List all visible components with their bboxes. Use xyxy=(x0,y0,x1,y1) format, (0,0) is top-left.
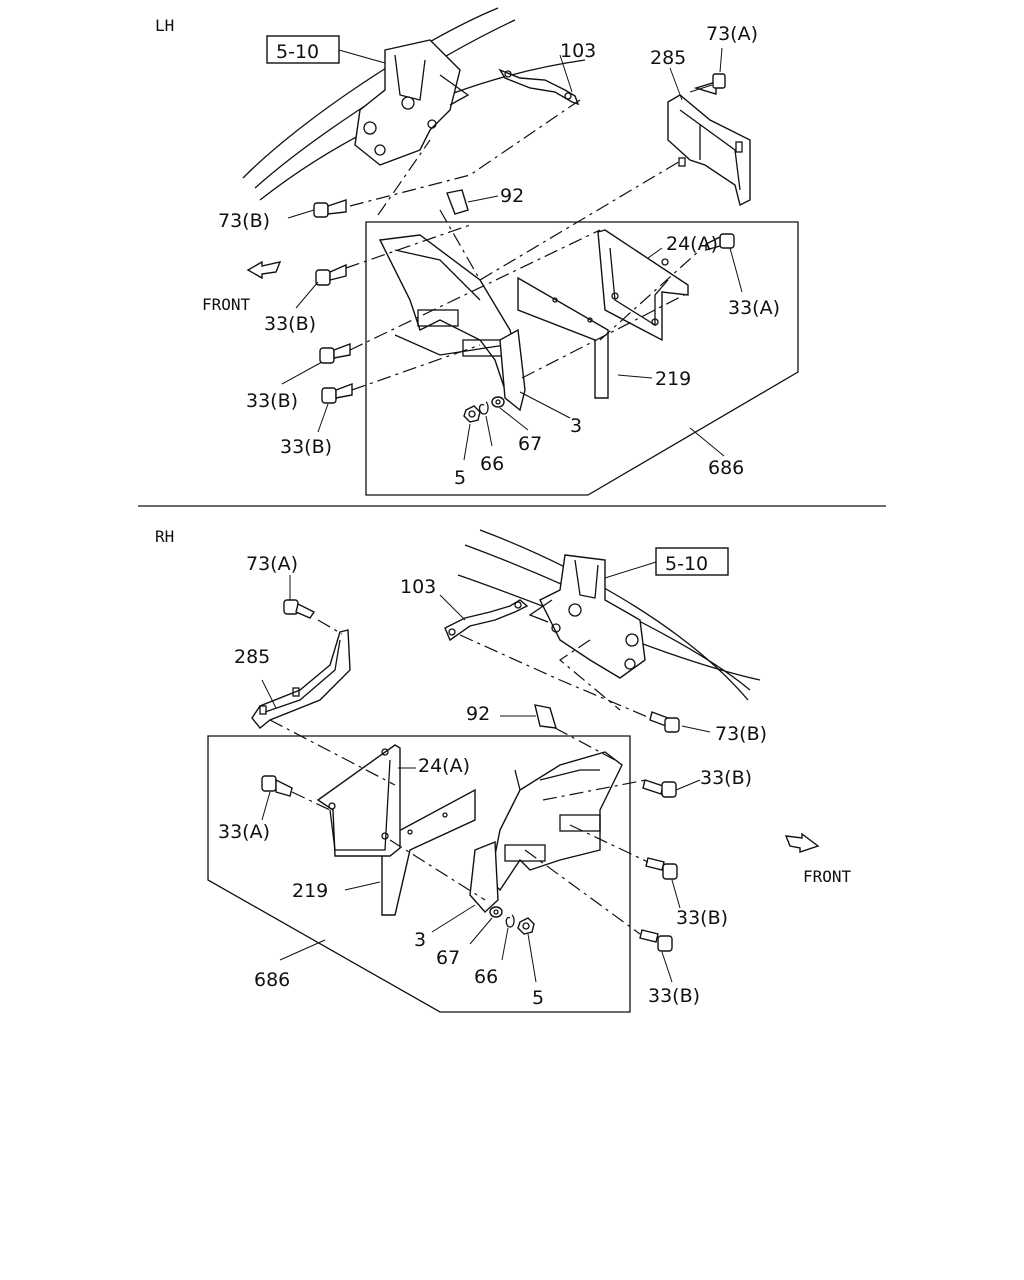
lh-mudguard-panel xyxy=(378,234,521,396)
rh-leader-lines xyxy=(261,575,711,983)
rh-part-285 xyxy=(251,629,351,729)
rh-callout-103: 103 xyxy=(400,576,436,598)
lh-part-3-bracket xyxy=(499,328,526,412)
rh-callout-67: 67 xyxy=(436,947,460,969)
lh-front-label: FRONT xyxy=(202,295,251,314)
lh-bolt-73a xyxy=(689,73,726,95)
rh-part-24a-plate xyxy=(316,744,401,857)
rh-callout-24a: 24(A) xyxy=(418,755,470,777)
rh-front-arrow-icon xyxy=(784,832,820,853)
rh-washer-67 xyxy=(489,906,503,918)
lh-bolt-33b-1 xyxy=(315,263,347,286)
lh-assembly-lines xyxy=(345,99,701,391)
lh-callout-66: 66 xyxy=(480,453,504,475)
rh-callout-33b-1: 33(B) xyxy=(700,767,752,789)
lh-callout-3: 3 xyxy=(570,415,582,437)
lh-bolt-33a xyxy=(705,233,735,251)
lh-spring-washer-66 xyxy=(478,401,489,415)
lh-ref-box: 5-10 xyxy=(266,35,393,66)
lh-callout-33a: 33(A) xyxy=(728,297,780,319)
lh-callout-219: 219 xyxy=(655,368,691,390)
rh-nut-5 xyxy=(517,917,535,935)
rh-callout-92: 92 xyxy=(466,703,490,725)
lh-callout-103: 103 xyxy=(560,40,596,62)
rh-section: RH 5-10 xyxy=(155,527,852,1013)
rh-assembly-lines xyxy=(269,619,651,935)
rh-ref-box: 5-10 xyxy=(604,547,729,579)
rh-part-3-bracket xyxy=(469,840,499,913)
lh-callout-5: 5 xyxy=(454,467,466,489)
lh-part-103 xyxy=(498,68,580,106)
rh-bolt-33a xyxy=(261,775,293,797)
lh-callout-686: 686 xyxy=(708,457,744,479)
lh-section-label: LH xyxy=(155,16,174,35)
rh-callout-219: 219 xyxy=(292,880,328,902)
lh-front-arrow-icon xyxy=(246,260,282,280)
rh-bolt-73a xyxy=(283,599,316,619)
lh-kit-686-box xyxy=(365,221,799,496)
lh-callout-33b-2: 33(B) xyxy=(246,390,298,412)
lh-callout-73b: 73(B) xyxy=(218,210,270,232)
rh-cab-mount-bracket xyxy=(528,554,646,679)
lh-part-285 xyxy=(667,94,751,207)
rh-callout-686: 686 xyxy=(254,969,290,991)
rh-mudguard-panel xyxy=(489,751,623,892)
lh-leader-lines xyxy=(281,47,743,461)
lh-section: LH 5-10 xyxy=(155,7,799,496)
rh-clip-92 xyxy=(534,704,557,729)
rh-callout-285: 285 xyxy=(234,646,270,668)
lh-cab-mount-bracket xyxy=(354,39,470,166)
lh-callout-67: 67 xyxy=(518,433,542,455)
rh-spring-washer-66 xyxy=(505,914,515,928)
lh-callout-33b-3: 33(B) xyxy=(280,436,332,458)
lh-callout-285: 285 xyxy=(650,47,686,69)
rh-callout-33a: 33(A) xyxy=(218,821,270,843)
lh-nut-5 xyxy=(463,405,481,423)
rh-bolt-73b xyxy=(649,711,680,733)
lh-washer-67 xyxy=(491,396,505,408)
lh-bolt-33b-2 xyxy=(319,342,351,364)
rh-callout-73b: 73(B) xyxy=(715,723,767,745)
lh-callout-24a: 24(A) xyxy=(666,233,718,255)
lh-bolt-33b-3 xyxy=(321,382,353,404)
lh-part-24a-plate xyxy=(597,229,689,342)
lh-callout-92: 92 xyxy=(500,185,524,207)
rh-part-219-flap xyxy=(381,788,476,916)
rh-bolt-33b-1 xyxy=(642,779,677,798)
rh-kit-686-box xyxy=(207,735,631,1013)
lh-clip-92 xyxy=(446,189,469,215)
rh-part-103 xyxy=(444,599,529,642)
rh-bolt-33b-2 xyxy=(645,857,678,880)
rh-bolt-33b-3 xyxy=(639,929,673,952)
rh-callout-73a: 73(A) xyxy=(246,553,298,575)
rh-callout-66: 66 xyxy=(474,966,498,988)
rh-callout-33b-2: 33(B) xyxy=(676,907,728,929)
rh-callout-33b-3: 33(B) xyxy=(648,985,700,1007)
rh-section-label: RH xyxy=(155,527,174,546)
rh-front-label: FRONT xyxy=(803,867,852,886)
lh-callout-73a: 73(A) xyxy=(706,23,758,45)
rh-ref-box-label: 5-10 xyxy=(665,553,708,575)
lh-callout-33b-1: 33(B) xyxy=(264,313,316,335)
rh-callout-5: 5 xyxy=(532,987,544,1009)
rh-callout-3: 3 xyxy=(414,929,426,951)
lh-ref-box-label: 5-10 xyxy=(276,41,319,63)
lh-bolt-73b xyxy=(313,199,347,218)
lh-part-219-flap xyxy=(517,276,609,399)
